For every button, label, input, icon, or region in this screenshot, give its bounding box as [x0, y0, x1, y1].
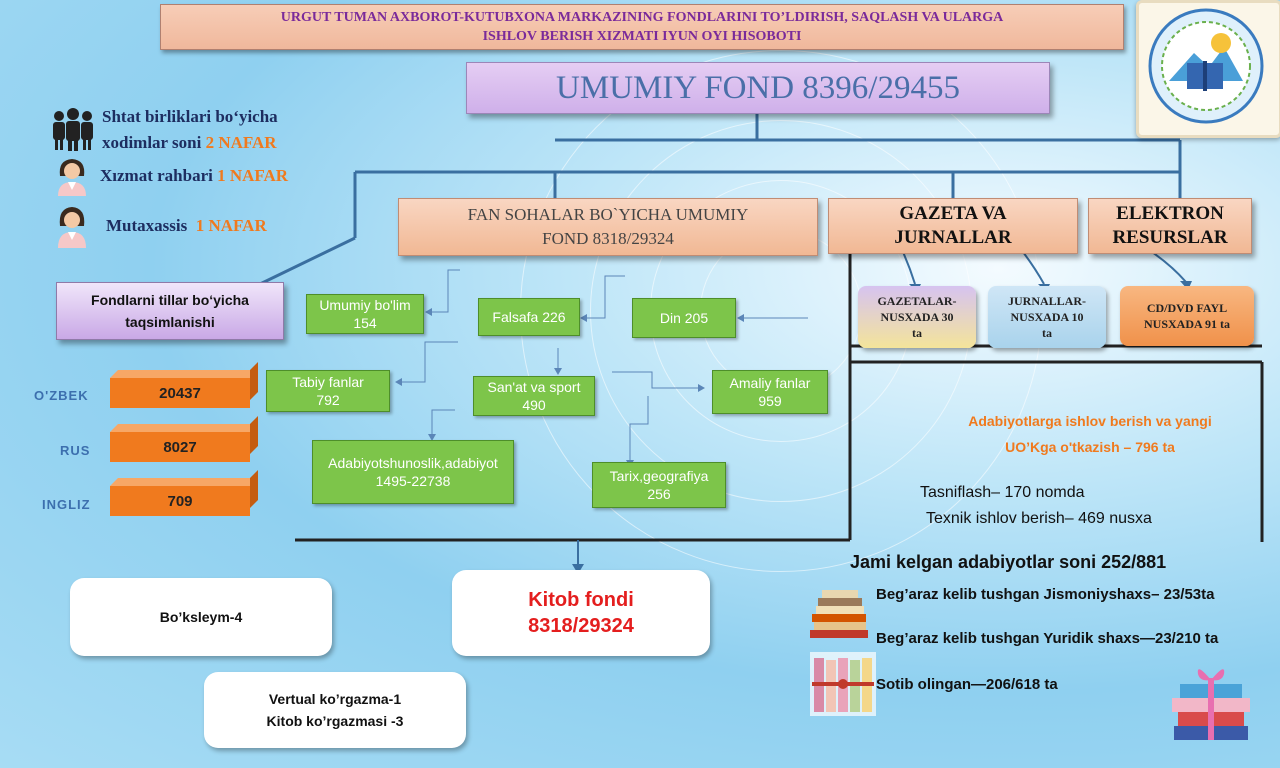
category-tarix-count: 256	[647, 486, 671, 502]
fan-sohalar-line2: FOND 8318/29324	[542, 229, 674, 248]
staff-rahbar: Xızmat rahbari 1 NAFAR	[54, 156, 288, 196]
tillar-line2: taqsimlanishi	[125, 314, 215, 330]
begaraz-jismoniy-text: Beg’araz kelib tushgan Jismoniyshaxs– 23…	[876, 586, 1215, 603]
rahbar-label: Xızmat rahbari	[100, 166, 213, 185]
bookslayem-card: Bo’ksleym-4	[70, 578, 332, 656]
category-falsafa-name: Falsafa 226	[492, 309, 566, 325]
team-icon	[53, 108, 93, 151]
jurnallar-line2: NUSXADA 10	[1010, 310, 1084, 324]
report-title-line2: ISHLOV BERISH XIZMATI IYUN OYI HISOBOTI	[482, 29, 802, 44]
gazetalar-line1: GAZETALAR-	[877, 294, 957, 308]
cd-line2: NUSXADA 91 ta	[1143, 317, 1230, 331]
category-umumiy-count: 154	[353, 315, 377, 331]
tillar-box: Fondlarni tillar bo‘yicha taqsimlanishi	[56, 282, 284, 340]
korgazma-line1: Vertual ko’rgazma-1	[268, 691, 402, 707]
staff-shtat: Shtat birliklari bo‘yicha xodimlar soni …	[50, 104, 350, 156]
texnik-text: Texnik ishlov berish– 469 nusxa	[926, 510, 1152, 527]
gazeta-jurnallar-box: GAZETA VA JURNALLAR	[828, 198, 1078, 254]
shtat-label-line2: xodimlar soni	[102, 133, 202, 152]
logo-emblem	[1136, 0, 1280, 138]
gazetalar-box: GAZETALAR- NUSXADA 30 ta	[858, 286, 976, 348]
staff-mutaxassis: Mutaxassis 1 NAFAR	[54, 204, 267, 248]
category-din: Din 205	[632, 298, 736, 338]
category-tarix-name: Tarix,geografiya	[609, 468, 709, 484]
rahbar-value: 1 NAFAR	[217, 166, 289, 185]
category-umumiy: Umumiy bo'lim 154	[306, 294, 424, 334]
category-tabiy-name: Tabiy fanlar	[292, 374, 364, 390]
report-title-line1: URGUT TUMAN AXBOROT-KUTUBXONA MARKAZININ…	[280, 10, 1004, 25]
gazeta-line1: GAZETA VA	[899, 203, 1007, 224]
elektron-line1: ELEKTRON	[1116, 203, 1224, 224]
lang-label-ingliz: INGLIZ	[42, 497, 91, 512]
category-sanat-count: 490	[522, 397, 546, 413]
gazetalar-line3: ta	[912, 326, 922, 340]
gift-books-icon	[1172, 669, 1250, 740]
mutaxassis-label: Mutaxassis	[106, 216, 188, 235]
gazeta-line2: JURNALLAR	[894, 227, 1012, 248]
tasniflash-text: Tasniflash– 170 nomda	[920, 484, 1085, 501]
shtat-label-line1: Shtat birliklari bo‘yicha	[102, 107, 278, 126]
cd-line1: CD/DVD FAYL	[1146, 301, 1228, 315]
fan-sohalar-box: FAN SOHALAR BO`YICHA UMUMIY FOND 8318/29…	[398, 198, 818, 256]
category-amaliy-name: Amaliy fanlar	[729, 375, 811, 391]
adabiyot-ishlov-line2: UO’Kga o'tkazish – 796 ta	[1005, 439, 1175, 455]
jurnallar-line3: ta	[1042, 326, 1052, 340]
category-tarix: Tarix,geografiya 256	[592, 462, 726, 508]
books-shelf-icon	[810, 652, 876, 716]
category-amaliy-count: 959	[758, 393, 782, 409]
adabiyot-ishlov-text: Adabiyotlarga ishlov berish va yangi UO’…	[920, 408, 1260, 460]
category-adabiyot: Adabiyotshunoslik,adabiyot 1495-22738	[312, 440, 514, 504]
jami-text: Jami kelgan adabiyotlar soni 252/881	[850, 552, 1167, 572]
woman-icon	[58, 159, 86, 196]
shtat-value: 2 NAFAR	[205, 133, 277, 152]
category-sanat-name: San'at va sport	[487, 379, 581, 395]
jurnallar-line1: JURNALLAR-	[1008, 294, 1086, 308]
kitob-fondi-card: Kitob fondi 8318/29324	[452, 570, 710, 656]
gazetalar-line2: NUSXADA 30	[880, 310, 954, 324]
begaraz-yuridik-text: Beg’araz kelib tushgan Yuridik shaxs—23/…	[876, 630, 1219, 647]
elektron-line2: RESURSLAR	[1112, 227, 1228, 248]
umumiy-fond-text: UMUMIY FOND 8396/29455	[556, 69, 960, 106]
bookslayem-text: Bo’ksleym-4	[159, 609, 243, 625]
category-falsafa: Falsafa 226	[478, 298, 580, 336]
lang-value-rus: 8027	[110, 432, 250, 462]
kitob-fondi-value: 8318/29324	[528, 615, 634, 637]
category-din-name: Din 205	[659, 310, 709, 326]
category-adabiyot-name: Adabiyotshunoslik,adabiyot	[328, 455, 498, 471]
lang-label-uzbek: O'ZBEK	[34, 388, 89, 403]
sotib-text: Sotib olingan—206/618 ta	[876, 676, 1058, 693]
cd-dvd-box: CD/DVD FAYL NUSXADA 91 ta	[1120, 286, 1254, 346]
lang-value-ingliz: 709	[110, 486, 250, 516]
jurnallar-box: JURNALLAR- NUSXADA 10 ta	[988, 286, 1106, 348]
korgazma-card: Vertual ko’rgazma-1 Kitob ko’rgazmasi -3	[204, 672, 466, 748]
fan-sohalar-line1: FAN SOHALAR BO`YICHA UMUMIY	[467, 205, 749, 224]
category-sanat: San'at va sport 490	[473, 376, 595, 416]
category-umumiy-name: Umumiy bo'lim	[319, 297, 411, 313]
category-tabiy-count: 792	[316, 392, 340, 408]
adabiyot-ishlov-line1: Adabiyotlarga ishlov berish va yangi	[968, 413, 1212, 429]
mutaxassis-value: 1 NAFAR	[195, 216, 267, 235]
lang-value-uzbek: 20437	[110, 378, 250, 408]
elektron-resurslar-box: ELEKTRON RESURSLAR	[1088, 198, 1252, 254]
kitob-fondi-title: Kitob fondi	[528, 589, 634, 611]
umumiy-fond-box: UMUMIY FOND 8396/29455	[466, 62, 1050, 114]
report-title-banner: URGUT TUMAN AXBOROT-KUTUBXONA MARKAZININ…	[160, 4, 1124, 50]
woman-icon	[58, 207, 86, 248]
korgazma-line2: Kitob ko’rgazmasi -3	[266, 713, 404, 729]
tillar-line1: Fondlarni tillar bo‘yicha	[91, 292, 249, 308]
lang-label-rus: RUS	[60, 443, 91, 458]
book-stack-icon	[810, 590, 868, 638]
category-tabiy: Tabiy fanlar 792	[266, 370, 390, 412]
category-adabiyot-count: 1495-22738	[375, 473, 451, 489]
category-amaliy: Amaliy fanlar 959	[712, 370, 828, 414]
